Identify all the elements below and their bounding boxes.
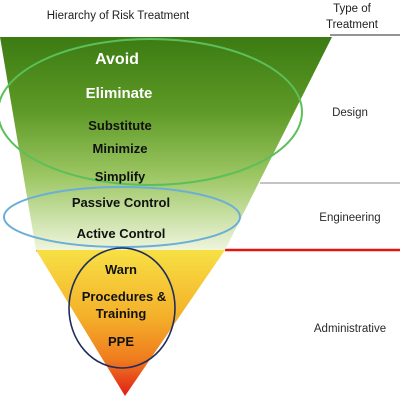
category-administrative: Administrative: [314, 323, 386, 335]
triangle-upper-green: [0, 37, 332, 250]
category-engineering: Engineering: [319, 212, 380, 224]
category-design: Design: [332, 107, 368, 119]
type-title-line2: Treatment: [326, 19, 379, 31]
level-minimize: Minimize: [93, 141, 148, 156]
level-simplify: Simplify: [95, 169, 146, 184]
level-training: Training: [96, 306, 147, 321]
level-eliminate: Eliminate: [86, 85, 153, 102]
design-green-ellipse: [0, 38, 303, 186]
level-ppe: PPE: [108, 334, 134, 349]
level-warn: Warn: [105, 262, 137, 277]
level-substitute: Substitute: [88, 118, 152, 133]
level-avoid: Avoid: [95, 51, 139, 68]
triangle-lower-orange: [36, 250, 225, 396]
level-active-control: Active Control: [77, 226, 166, 241]
level-passive-control: Passive Control: [72, 195, 170, 210]
type-title-line1: Type of: [333, 3, 372, 15]
engineering-blue-ellipse: [3, 186, 241, 248]
hierarchy-title: Hierarchy of Risk Treatment: [47, 10, 190, 22]
administrative-navy-ellipse: [68, 247, 176, 369]
level-procedures: Procedures &: [82, 289, 167, 304]
